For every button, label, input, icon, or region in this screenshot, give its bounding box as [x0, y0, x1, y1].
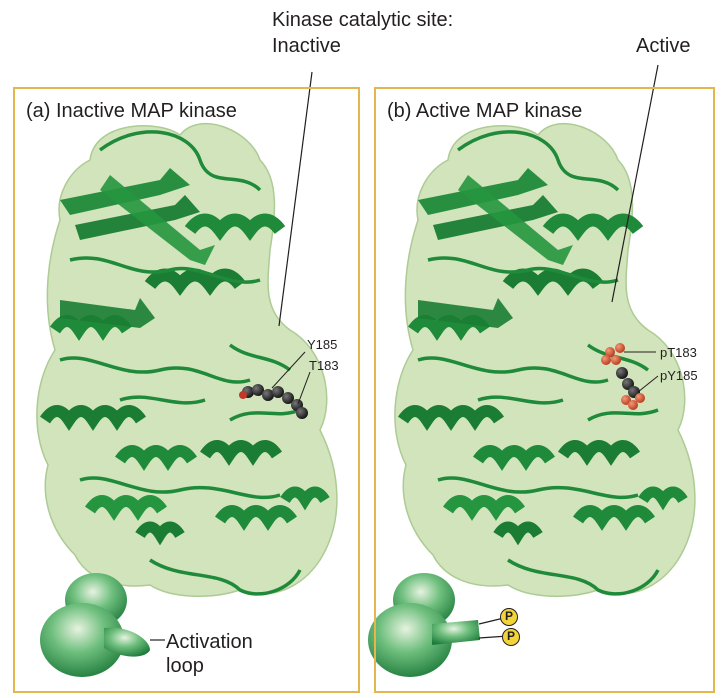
- residue-label-py185: pY185: [660, 368, 698, 383]
- activation-loop-residues: [239, 384, 308, 419]
- leader-line-y185: [271, 351, 306, 389]
- phosphate-badge: P: [500, 608, 518, 626]
- activation-loop-label: Activation: [166, 631, 253, 653]
- residue-label-t183: T183: [309, 358, 339, 373]
- panel-title: (b) Active MAP kinase: [387, 100, 583, 122]
- phosphate-label: P: [506, 629, 515, 643]
- active-site-label: Active: [636, 35, 691, 57]
- phosphate-label: P: [504, 609, 513, 623]
- leader-line-active: [611, 64, 659, 303]
- phosphorylated-residues: [601, 343, 645, 410]
- leader-line-t183: [297, 371, 311, 405]
- panel-active-map-kinase: (b) Active MAP kinase: [374, 87, 715, 693]
- residue-label-y185: Y185: [307, 337, 338, 352]
- activation-loop-label-line2: loop: [166, 655, 204, 677]
- catalytic-site-state-label: Inactive: [272, 35, 341, 57]
- leader-line-py185: [637, 375, 659, 393]
- catalytic-site-label: Kinase catalytic site:: [272, 9, 454, 31]
- kinase-cartoon-active: [368, 573, 509, 677]
- panel-title: (a) Inactive MAP kinase: [26, 100, 237, 122]
- panel-inactive-map-kinase: (a) Inactive MAP kinase: [13, 87, 360, 693]
- leader-line-catalytic-site: [278, 71, 313, 327]
- panel-b-protein: [368, 64, 696, 677]
- protein-surface: [36, 123, 338, 598]
- protein-surface: [394, 123, 696, 598]
- phosphate-badge: P: [502, 628, 520, 646]
- kinase-cartoon-inactive: [40, 573, 165, 677]
- residue-label-pt183: pT183: [660, 345, 697, 360]
- panel-a-protein: [36, 71, 338, 677]
